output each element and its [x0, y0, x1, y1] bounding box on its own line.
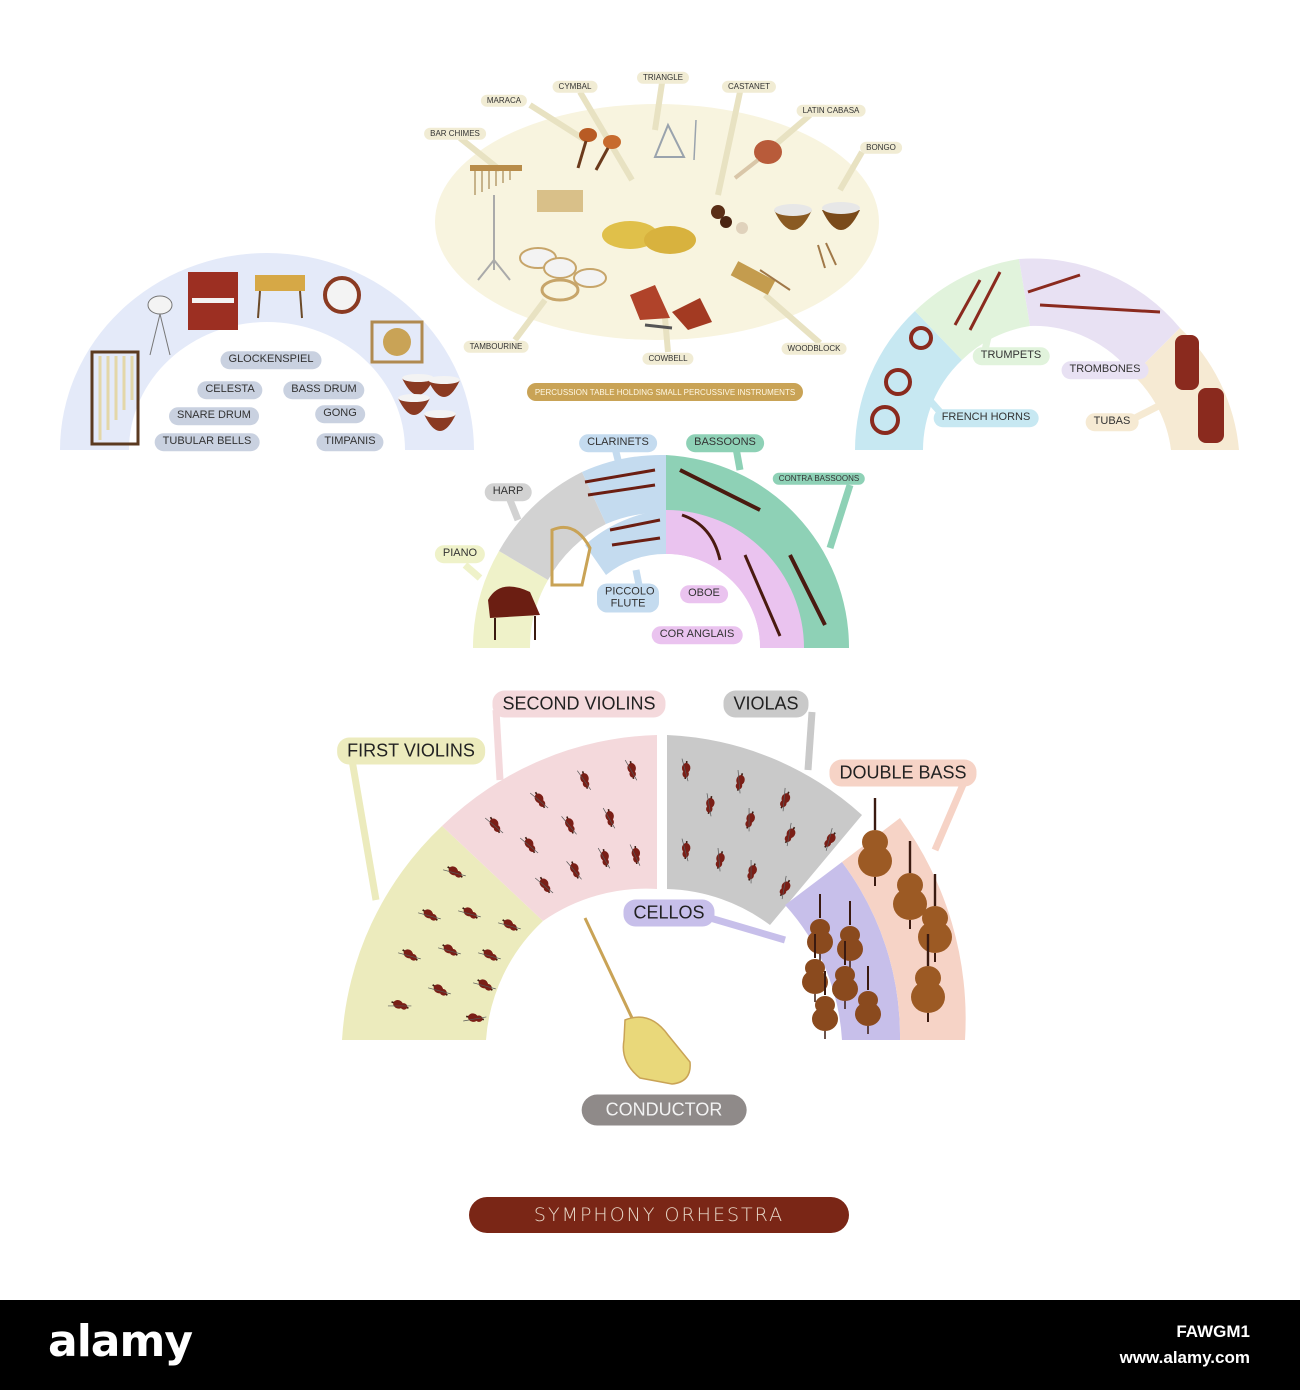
callout-pointers [348, 319, 1172, 944]
gong-icon [370, 320, 424, 364]
piccolo-flute-label: PICCOLO FLUTE [597, 583, 659, 613]
bass-drum-label: BASS DRUM [283, 381, 365, 399]
trombones-label: TROMBONES [1061, 361, 1149, 379]
percussion-table-label: PERCUSSION TABLE HOLDING SMALL PERCUSSIV… [534, 387, 796, 397]
cellos-label: CELLOS [623, 899, 715, 927]
gong-label: GONG [315, 405, 365, 423]
bongo-label: BONGO [860, 141, 902, 155]
triangle-icon [653, 119, 697, 161]
tubas-label: TUBAS [1085, 413, 1139, 431]
image-code: FAWGM1 [1176, 1322, 1250, 1341]
alamy-logo: alamy [48, 1316, 193, 1367]
latin-cabasa-icon [733, 140, 782, 180]
latin-cabasa-label: LATIN CABASA [796, 104, 866, 118]
timpanis-label: TIMPANIS [316, 433, 384, 451]
piano-label: PIANO [434, 545, 486, 563]
maraca-label: MARACA [480, 94, 528, 108]
bass-drum-icon [323, 276, 361, 314]
tambourine-icon [519, 247, 607, 302]
alamy-url: www.alamy.com [1119, 1348, 1250, 1367]
celesta-label: CELESTA [197, 381, 263, 399]
cowbell-label: COWBELL [642, 352, 694, 366]
violas-section [667, 735, 862, 925]
seating-chart [60, 82, 1239, 1085]
conductor-hand-icon [583, 917, 691, 1085]
snare-drum-label: SNARE DRUM [169, 407, 259, 425]
harp-icon [550, 525, 592, 587]
first-violins-section [342, 826, 543, 1040]
percussion-table-banner [527, 383, 803, 401]
orchestra-diagram [60, 82, 1239, 1085]
glockenspiel-label: GLOCKENSPIEL [220, 351, 322, 369]
woodblock-label: WOODBLOCK [781, 342, 847, 356]
clarinets-label: CLARINETS [579, 434, 657, 452]
trumpets-label: TRUMPETS [972, 347, 1050, 365]
cymbal-label: CYMBAL [552, 80, 598, 94]
castanet-label: CASTANET [721, 80, 777, 94]
tubular-bells-label: TUBULAR BELLS [154, 433, 260, 451]
cor-anglais-label: COR ANGLAIS [651, 626, 743, 644]
callout-lines [458, 82, 865, 353]
diagram-title: SYMPHONY ORHESTRA [469, 1197, 849, 1233]
second-violins-label: SECOND VIOLINS [492, 690, 666, 718]
snare-drum-icon [147, 295, 173, 356]
bongo-icon [774, 202, 860, 269]
maraca-icon [576, 128, 621, 171]
contra-bassoons-label: CONTRA BASSOONS [772, 472, 866, 486]
glockenspiel-icon [255, 275, 305, 319]
clarinets-icon [584, 468, 661, 547]
timpanis-icon [398, 374, 460, 431]
french-horns-icon [870, 326, 933, 435]
bar-chimes-label: BAR CHIMES [424, 127, 486, 141]
conductor-label: CONDUCTOR [581, 1094, 747, 1126]
cymbal-icon [602, 221, 696, 254]
tambourine-label: TAMBOURINE [463, 340, 529, 354]
harp-label: HARP [484, 483, 532, 501]
tubular-bells-icon [90, 350, 140, 446]
oboe-icon [681, 513, 782, 637]
violas-label: VIOLAS [723, 690, 809, 718]
first-violins-label: FIRST VIOLINS [337, 737, 485, 765]
piano-icon [488, 586, 540, 640]
bassoons-label: BASSOONS [686, 434, 764, 452]
cowbell-icon [630, 285, 712, 330]
trumpets-icon [953, 271, 1002, 331]
bassoons-icon [679, 468, 827, 626]
trombones-icon [1027, 273, 1161, 314]
woodblock-icon [730, 261, 791, 295]
second-violins-section [442, 735, 657, 921]
oboe-label: OBOE [680, 585, 728, 603]
castanet-icon [711, 205, 748, 234]
triangle-label: TRIANGLE [636, 71, 690, 85]
tubas-icon [1175, 335, 1224, 443]
double-bass-label: DOUBLE BASS [829, 759, 977, 787]
bar-chimes-icon [470, 165, 583, 281]
watermark-footer [0, 1300, 1300, 1390]
french-horns-label: FRENCH HORNS [933, 409, 1039, 427]
celesta-icon [188, 272, 238, 330]
